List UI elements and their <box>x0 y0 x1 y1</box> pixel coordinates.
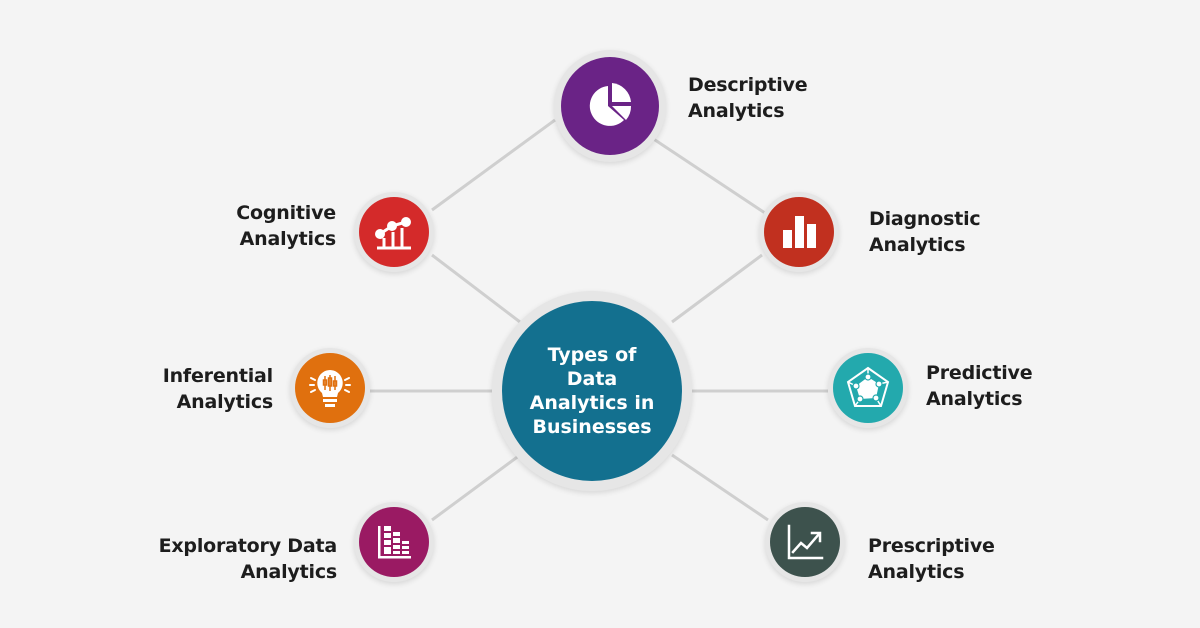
stacked-bar-chart-icon <box>378 526 411 559</box>
center-title: Types of Data Analytics in Businesses <box>517 343 667 439</box>
line-bar-chart-icon <box>375 217 411 250</box>
label-line: Analytics <box>926 388 1023 410</box>
center-title-line: Data <box>566 368 618 390</box>
pie-chart-icon <box>589 83 632 126</box>
center-circle: Types of Data Analytics in Businesses <box>502 301 682 481</box>
trend-up-chart-icon <box>787 524 824 560</box>
label-line: Analytics <box>868 561 965 583</box>
label-diagnostic: Diagnostic Analytics <box>869 206 981 258</box>
label-line: Cognitive <box>236 202 336 224</box>
label-line: Analytics <box>239 228 337 250</box>
lightbulb-icon <box>309 370 351 407</box>
node-descriptive <box>554 50 666 162</box>
center-title-line: Analytics in <box>529 392 655 414</box>
label-line: Analytics <box>688 100 785 122</box>
label-line: Diagnostic <box>869 208 981 230</box>
node-inferential <box>290 348 370 428</box>
label-line: Analytics <box>240 561 338 583</box>
node-diagnostic <box>759 192 839 272</box>
label-line: Analytics <box>869 234 966 256</box>
center-title-line: Businesses <box>532 416 652 438</box>
label-descriptive: Descriptive Analytics <box>688 72 808 124</box>
node-cognitive <box>354 192 434 272</box>
label-line: Descriptive <box>688 74 808 96</box>
node-prescriptive <box>765 502 845 582</box>
label-line: Exploratory Data <box>158 535 338 557</box>
label-line: Prescriptive <box>868 535 995 557</box>
bar-chart-icon <box>783 216 816 248</box>
label-exploratory: Exploratory Data Analytics <box>158 533 338 585</box>
label-cognitive: Cognitive Analytics <box>236 200 336 252</box>
center-hub: Types of Data Analytics in Businesses <box>492 291 692 491</box>
node-exploratory <box>354 502 434 582</box>
label-line: Predictive <box>926 362 1033 384</box>
label-inferential: Inferential Analytics <box>163 363 273 415</box>
node-predictive <box>828 348 908 428</box>
center-title-line: Types of <box>547 344 637 366</box>
label-line: Inferential <box>162 365 273 387</box>
label-prescriptive: Prescriptive Analytics <box>868 533 995 585</box>
radar-chart-icon <box>846 366 890 407</box>
label-line: Analytics <box>176 391 274 413</box>
label-predictive: Predictive Analytics <box>926 360 1033 412</box>
